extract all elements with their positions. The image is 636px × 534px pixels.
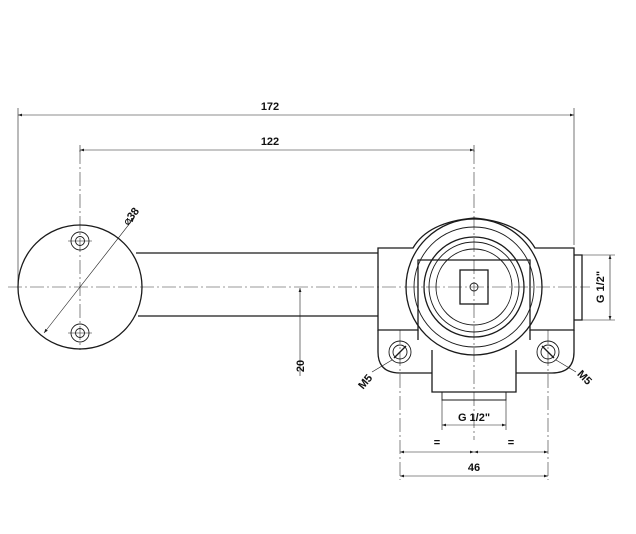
screw-right-label: M5 — [574, 368, 593, 387]
screw-left-label: M5 — [356, 372, 375, 391]
screw-right — [536, 340, 577, 373]
dimension-side-thread: G 1/2" — [582, 254, 615, 321]
connecting-tube — [136, 252, 378, 317]
centerlines — [8, 150, 590, 480]
screw-left-leader — [371, 359, 393, 373]
flange-plate — [17, 217, 143, 350]
screw-left — [371, 340, 412, 373]
equal-left-label: = — [434, 437, 440, 449]
diameter-label: ⌀38 — [121, 206, 142, 228]
dimension-bottom-thread: G 1/2" — [441, 400, 507, 430]
dimension-122: 122 — [79, 136, 475, 152]
bottom-thread-label: G 1/2" — [458, 412, 490, 424]
dimension-46: 46 — [400, 462, 548, 478]
offset-label: 20 — [295, 360, 307, 372]
center-distance-label: 122 — [261, 136, 279, 148]
mounting-width-label: 46 — [468, 462, 480, 474]
dimension-equal: = = — [400, 437, 548, 454]
overall-length-label: 172 — [261, 101, 279, 113]
diameter-leader — [43, 217, 135, 334]
dimension-20: 20 — [295, 288, 307, 376]
side-thread-label: G 1/2" — [595, 271, 607, 303]
dimension-172: 172 — [17, 101, 575, 285]
dimension-diameter: ⌀38 — [121, 206, 142, 228]
screw-right-leader — [555, 359, 577, 373]
valve-body — [377, 217, 583, 401]
equal-right-label: = — [508, 437, 514, 449]
